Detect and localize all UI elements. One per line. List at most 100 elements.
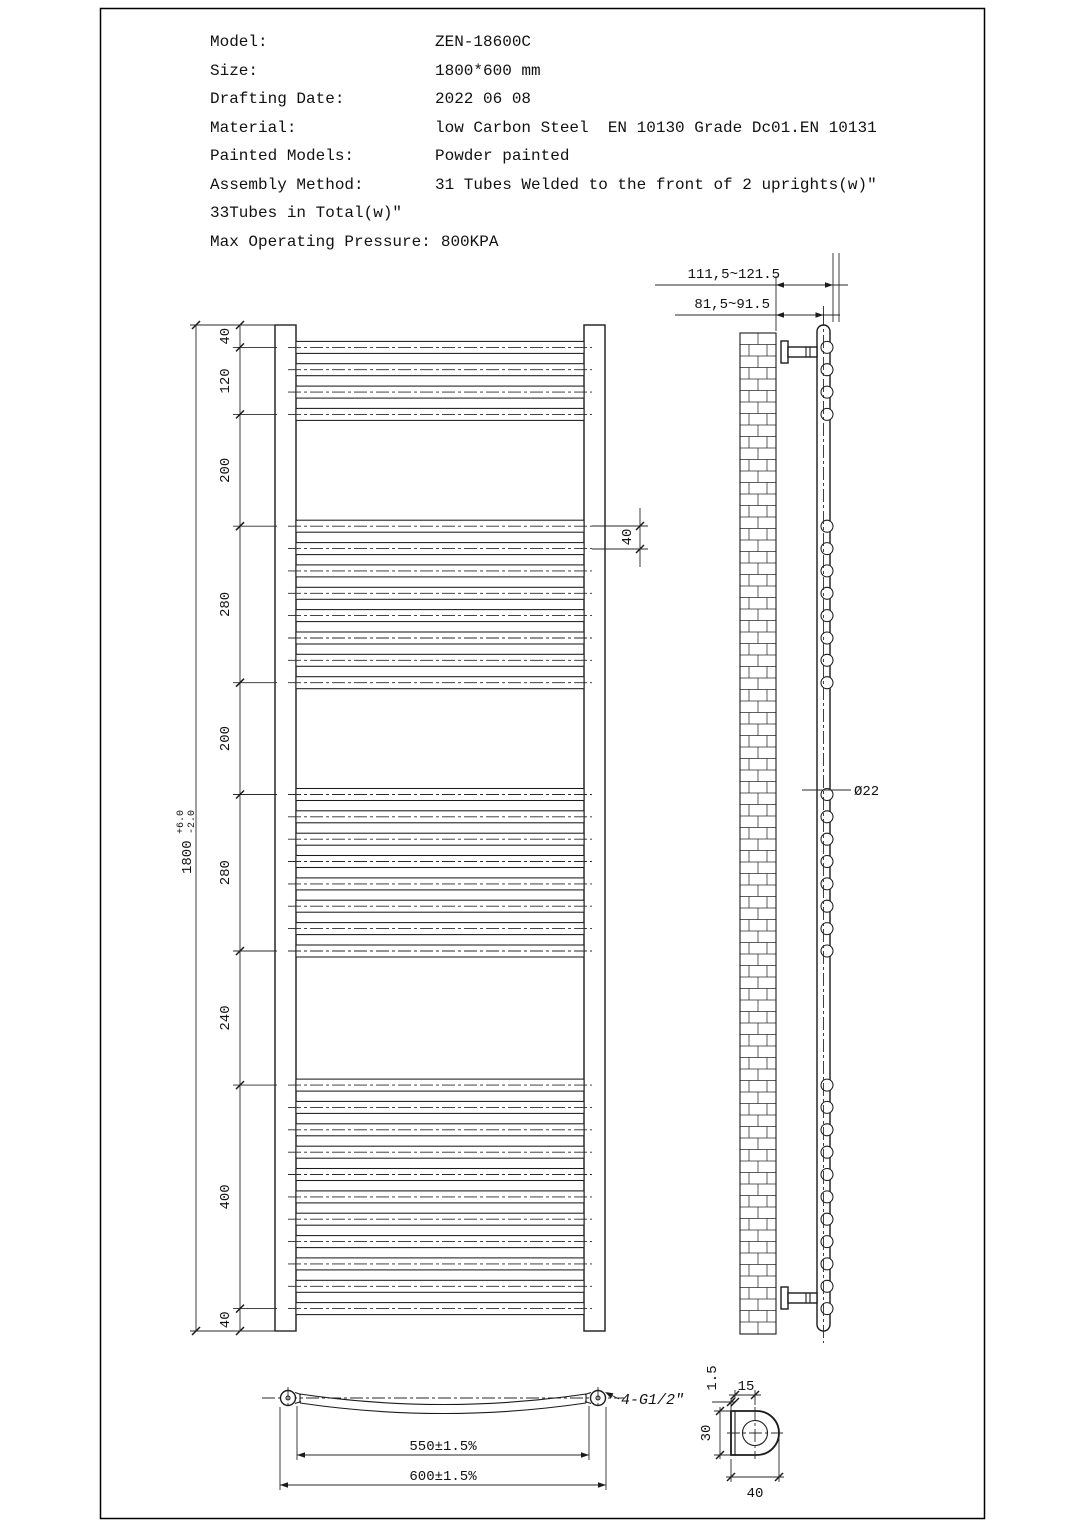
tube-end-circle — [820, 385, 834, 399]
drawing-border — [99, 7, 986, 1520]
fitting-thread-callout: 4-G1/2″ — [605, 1392, 684, 1409]
overall-height-value: 1800 — [180, 840, 196, 874]
tube-end-circle — [820, 676, 834, 690]
front-segment-dimension: 200 — [218, 726, 234, 751]
spec-label: Size: — [210, 61, 259, 80]
tube-end-circle — [820, 363, 834, 377]
spec-value: Powder painted — [435, 147, 570, 165]
tube-end-circle — [820, 1302, 834, 1316]
tube-end-circle — [820, 787, 834, 802]
front-segment-dimension: 280 — [218, 592, 234, 617]
tube-end-circle — [820, 832, 834, 846]
spec-label: Material: — [210, 118, 297, 137]
spec-row-material: Material: low Carbon Steel EN 10130 Grade… — [210, 114, 877, 143]
front-segment-dimension: 40 — [218, 1311, 234, 1328]
spec-value: 800KPA — [440, 232, 499, 251]
wall-distance-inner-dim: 81,5~91.5 — [694, 297, 770, 313]
spec-continuation: 33Tubes in Total(w)″ — [210, 204, 403, 222]
tube-end-circle — [820, 542, 834, 556]
side-view: 111,5~121.5 81,5~91.5 Ø22 — [655, 253, 879, 1343]
front-segment-dimension: 200 — [218, 458, 234, 483]
profile-width-dimension: 40 — [726, 1437, 784, 1502]
tube-end-circles — [820, 340, 834, 1316]
spec-row-drafting-date: Drafting Date:2022 06 08 — [210, 85, 877, 114]
overall-height-tol-minus: -2.0 — [187, 810, 198, 834]
front-view: 40 120 200 280 200 280 240 400 40 1800 +6.0 -2.0 — [176, 320, 648, 1336]
tube-end-circle — [820, 586, 834, 600]
tube-end-circle — [820, 1145, 834, 1159]
tube-end-circle — [820, 854, 834, 869]
left-upright — [274, 324, 297, 1332]
front-segment-dimension: 400 — [218, 1184, 234, 1209]
tube-end-circle — [820, 1279, 834, 1293]
overall-width-dimension: 600±1.5% — [279, 1407, 607, 1490]
tube-span-dimension: 550±1.5% — [296, 1406, 590, 1460]
profile-wall-thickness-dimension: 1.5 — [705, 1365, 740, 1410]
tube-end-circle — [820, 631, 834, 645]
tube-end-circle — [820, 944, 834, 958]
tube-end-circle — [820, 1167, 834, 1182]
profile-offset-dimension: 15 — [729, 1379, 761, 1405]
spec-label: Model: — [210, 33, 268, 51]
tube-end-circle — [820, 1123, 834, 1137]
tube-end-circle — [820, 1190, 834, 1204]
tube-pitch-dimension: 40 — [592, 508, 648, 567]
spec-value: low Carbon Steel EN 10130 Grade Dc01.EN … — [435, 118, 877, 137]
profile-height-value: 30 — [699, 1425, 715, 1442]
spec-row-size: Size: 1800*600 mm — [210, 57, 877, 86]
left-fitting — [279, 1387, 302, 1409]
front-segment-dimension: 40 — [218, 328, 234, 345]
wall-distance-outer-dim: 111,5~121.5 — [688, 267, 780, 283]
wall-bracket-top — [780, 340, 818, 364]
profile-offset-value: 15 — [738, 1379, 755, 1395]
spec-row-assembly: Assembly Method: 31 Tubes Welded to the f… — [210, 171, 877, 200]
tube-end-circle — [820, 899, 834, 913]
spec-value: 2022 06 08 — [435, 90, 532, 108]
wall — [739, 332, 777, 1335]
segment-dimension-chain: 40 120 200 280 200 280 240 400 40 — [218, 320, 277, 1336]
curved-tube-bottom-edge — [299, 1402, 587, 1415]
tube-end-circle — [820, 609, 834, 623]
front-segment-dimension: 120 — [218, 368, 234, 393]
curved-tube-top-edge — [299, 1393, 587, 1406]
right-upright — [583, 324, 606, 1332]
front-segment-dimension: 240 — [218, 1005, 234, 1030]
tube-end-circle — [820, 1257, 834, 1271]
right-fitting — [584, 1387, 607, 1409]
spec-row-painted: Painted Models: Powder painted — [210, 142, 877, 171]
tube-end-circle — [820, 810, 834, 824]
tube-end-circle — [820, 1078, 834, 1092]
tube-end-circle — [820, 564, 834, 578]
tube-end-circle — [820, 407, 834, 421]
tube-diameter-callout: Ø22 — [802, 784, 879, 800]
tube-array — [288, 340, 592, 1316]
tube-end-circle — [820, 922, 834, 936]
profile-wall-thickness-value: 1.5 — [705, 1365, 721, 1390]
bottom-view: 550±1.5% 600±1.5% 4-G1/2″ — [262, 1387, 684, 1490]
overall-height-dimension: 1800 +6.0 -2.0 — [176, 320, 296, 1336]
spec-label: Max Operating Pressure: — [210, 232, 431, 251]
spec-label: Assembly Method: — [210, 175, 364, 194]
tube-end-circle — [820, 1100, 834, 1114]
front-segment-dimension: 280 — [218, 860, 234, 885]
spec-value: ZEN-18600C — [435, 33, 532, 51]
spec-row-model: Model: ZEN-18600C — [210, 28, 877, 57]
tube-span-value: 550±1.5% — [409, 1439, 477, 1455]
spec-label: Painted Models: — [210, 147, 355, 165]
wall-distance-dimensions: 111,5~121.5 81,5~91.5 — [655, 253, 848, 331]
detail-view: 1.5 15 30 — [699, 1365, 784, 1502]
overall-height-tol-plus: +6.0 — [176, 810, 187, 834]
spec-row-pressure: Max Operating Pressure: 800KPA — [210, 228, 877, 257]
tube-end-circle — [820, 877, 834, 891]
spec-value: 1800*600 mm — [435, 61, 541, 80]
profile-height-dimension: 30 — [699, 1406, 731, 1460]
profile-width-value: 40 — [747, 1486, 764, 1502]
wall-hatch — [740, 333, 776, 1334]
overall-width-value: 600±1.5% — [409, 1469, 477, 1485]
tube-pitch-value: 40 — [620, 529, 636, 546]
tube-end-circle — [820, 340, 834, 354]
spec-value: 31 Tubes Welded to the front of 2 uprigh… — [435, 175, 877, 194]
spec-row-continuation: 33Tubes in Total(w)″ — [210, 199, 877, 228]
